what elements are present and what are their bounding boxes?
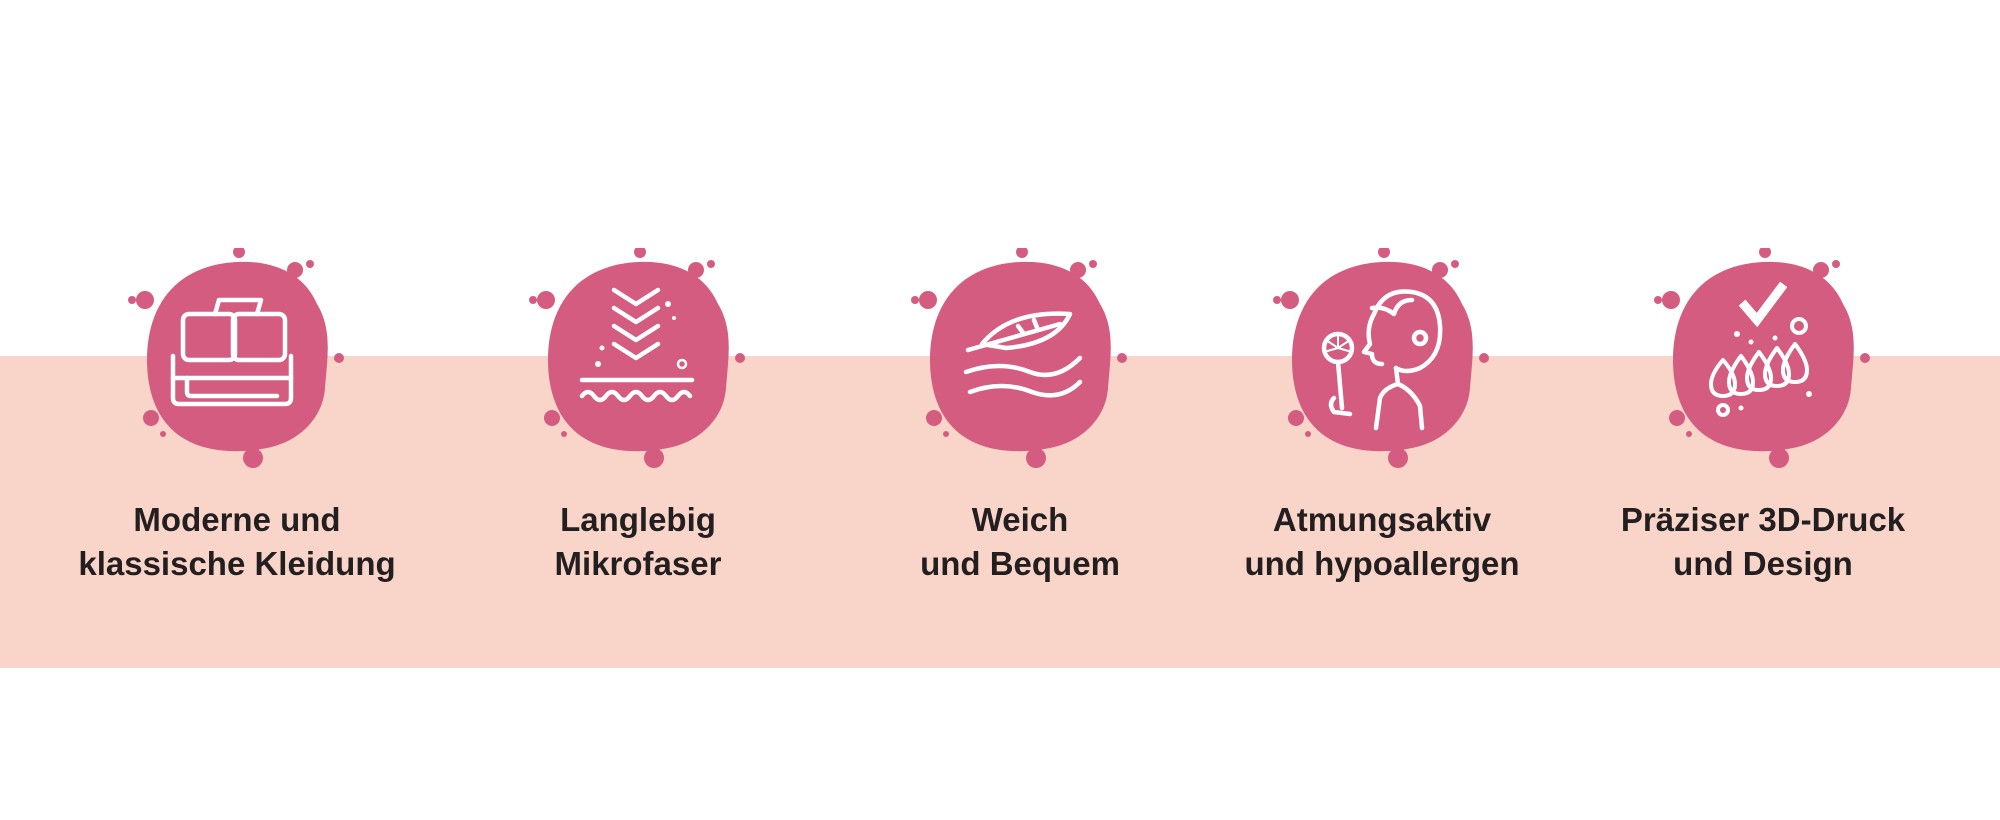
feature-label-line1: Präziser 3D-Druck <box>1620 501 1906 538</box>
bedding-icon <box>127 248 347 468</box>
feature-label-line1: Weich <box>971 501 1069 538</box>
drops-check-icon <box>1653 248 1873 468</box>
feature-label-line2: und Design <box>1673 545 1853 582</box>
layers-icon <box>528 248 748 468</box>
child-dandelion-icon <box>1272 248 1492 468</box>
feature-durable-microfiber: Langlebig Mikrofaser <box>458 0 818 820</box>
feature-soft-comfortable: Weich und Bequem <box>840 0 1200 820</box>
feature-label-line2: klassische Kleidung <box>78 545 396 582</box>
feature-label: Moderne und klassische Kleidung <box>57 498 417 586</box>
feature-label-line2: und hypoallergen <box>1244 545 1520 582</box>
feature-label-line1: Moderne und <box>133 501 341 538</box>
feature-label-line1: Atmungsaktiv <box>1272 501 1492 538</box>
feature-label-line2: und Bequem <box>920 545 1120 582</box>
feature-label: Atmungsaktiv und hypoallergen <box>1202 498 1562 586</box>
feature-label: Langlebig Mikrofaser <box>458 498 818 586</box>
feature-breathable-hypoallergenic: Atmungsaktiv und hypoallergen <box>1202 0 1562 820</box>
feature-label: Weich und Bequem <box>840 498 1200 586</box>
feather-icon <box>910 248 1130 468</box>
feature-label-line1: Langlebig <box>560 501 716 538</box>
feature-label: Präziser 3D-Druck und Design <box>1583 498 1943 586</box>
feature-precise-3d-print: Präziser 3D-Druck und Design <box>1583 0 1943 820</box>
feature-label-line2: Mikrofaser <box>554 545 722 582</box>
feature-modern-classic: Moderne und klassische Kleidung <box>57 0 417 820</box>
